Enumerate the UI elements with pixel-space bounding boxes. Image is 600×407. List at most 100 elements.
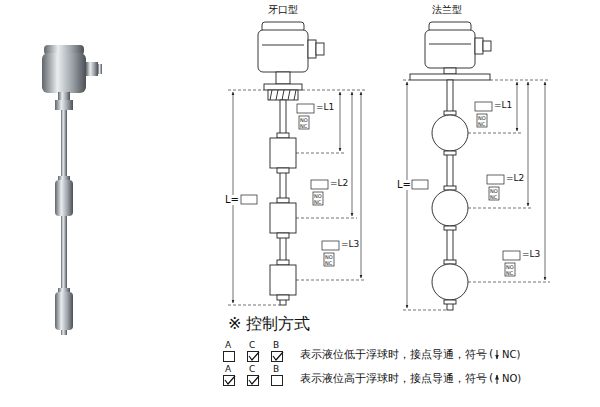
drawing-part [475, 102, 492, 111]
drawing-part [258, 30, 308, 72]
contact-arrows [497, 350, 498, 384]
drawing-part [316, 43, 324, 55]
drawing-part [55, 292, 73, 330]
drawing-part [288, 90, 290, 100]
drawing-part [270, 203, 296, 233]
threaded-dimensions [228, 90, 366, 305]
drawing-part [528, 82, 529, 206]
drawing-part [503, 251, 520, 260]
drawing-part [425, 30, 475, 68]
drawing-part [468, 282, 550, 283]
drawing-part [277, 198, 289, 203]
drawing-part [296, 218, 357, 219]
drawing-part [302, 90, 366, 91]
drawing-part [322, 241, 339, 250]
type-title: 牙口型 [268, 5, 298, 15]
threaded-type-drawing [258, 22, 324, 305]
drawing-part [308, 40, 316, 58]
drawing-part [444, 226, 456, 230]
checkbox-letter: A [225, 364, 231, 375]
check-mark [225, 376, 235, 384]
drawing-part [58, 288, 70, 292]
drawing-part [228, 305, 280, 306]
product-photo [42, 45, 102, 335]
mode-description: 表示液位高于浮球时，接点导通，符号 [300, 373, 487, 384]
contact-symbol: ( [489, 348, 493, 359]
drawing-part [352, 92, 353, 216]
drawing-part [468, 208, 532, 209]
drawing-part [432, 115, 468, 151]
drawing-part [487, 175, 504, 184]
contact-mark: NC [506, 271, 513, 276]
checkbox-square [247, 351, 259, 362]
drawing-part [296, 153, 345, 154]
contact-mark: NO [490, 189, 498, 194]
contact-symbol: NC) [502, 350, 520, 360]
checkbox-letter: B [273, 364, 279, 375]
drawing-part [475, 38, 483, 54]
drawing-part [270, 90, 272, 100]
flange-type-drawing [410, 22, 491, 310]
drawing-part [432, 264, 468, 300]
checkbox-square [223, 351, 235, 362]
drawing-part [86, 62, 98, 76]
drawing-part [58, 176, 70, 180]
drawing-part [42, 53, 86, 93]
contact-mark: NC [490, 195, 497, 200]
checkbox-square [271, 375, 283, 386]
type-title: 法兰型 [432, 5, 462, 15]
checkbox-letter: C [249, 340, 255, 351]
contact-mark: NO [314, 194, 322, 199]
drawing-part [313, 192, 323, 205]
dimension-label: =L2 [506, 174, 524, 183]
checkbox-letter: C [249, 364, 255, 375]
drawing-part [403, 80, 410, 81]
checkbox: A [222, 364, 236, 386]
drawing-part [444, 151, 456, 155]
dimension-label: =L2 [330, 179, 348, 188]
drawing-part [98, 64, 102, 74]
checkbox: B [270, 364, 284, 386]
dimension-label: =L3 [341, 240, 359, 249]
drawing-part [276, 90, 278, 100]
drawing-part [432, 190, 468, 226]
drawing-part [483, 41, 491, 51]
contact-symbol: NO) [502, 374, 521, 384]
checkbox: C [246, 364, 260, 386]
contact-mark: NO [325, 255, 333, 260]
flange-dimensions [403, 80, 550, 310]
drawing-part [282, 90, 284, 100]
contact-symbol: ( [489, 372, 493, 383]
checkbox-square [223, 375, 235, 386]
drawing-part [297, 104, 314, 113]
contact-mark: NC [300, 124, 307, 129]
drawing-part [299, 116, 309, 129]
length-label: L= [225, 195, 239, 205]
drawing-part [324, 253, 334, 266]
drawing-part [477, 114, 487, 127]
drawing-part [444, 300, 456, 304]
drawing-part [270, 265, 296, 295]
drawing-part [55, 100, 73, 110]
drawing-part [340, 92, 341, 151]
drawing-part [545, 82, 546, 280]
drawing-part [490, 80, 550, 81]
contact-mark: NO [478, 116, 486, 121]
drawing-part [277, 233, 289, 238]
drawing-part [505, 263, 515, 276]
checkbox-square [247, 375, 259, 386]
drawing-part [403, 310, 447, 311]
drawing-part [58, 92, 70, 100]
contact-mark: NC [325, 261, 332, 266]
dimension-label: =L3 [522, 250, 540, 259]
check-mark [273, 352, 283, 360]
check-mark [249, 376, 259, 384]
drawing-part [489, 187, 499, 200]
contact-mark: NO [506, 265, 514, 270]
drawing-part [444, 111, 456, 115]
drawing-part [410, 74, 490, 80]
checkbox: C [246, 340, 260, 362]
checkbox-square [271, 351, 283, 362]
